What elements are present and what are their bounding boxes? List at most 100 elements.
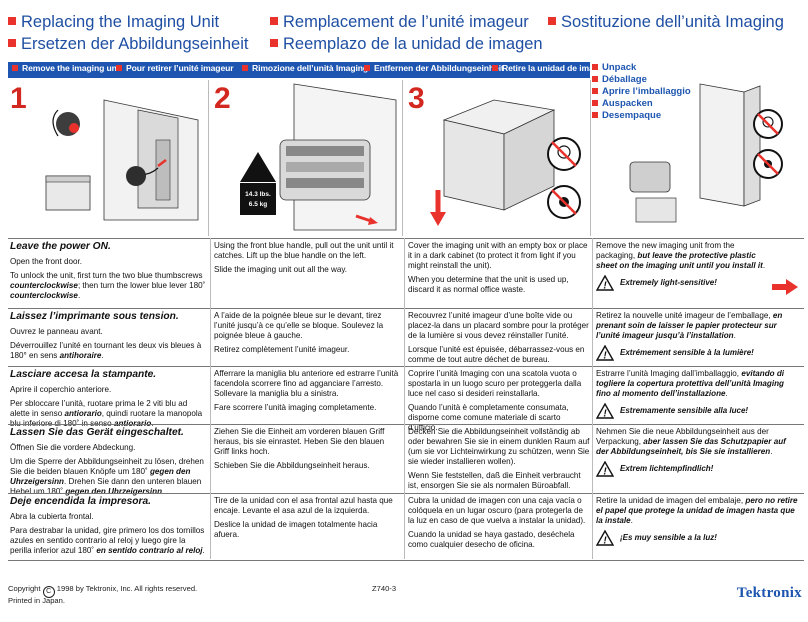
unpack-item: Unpack [592,62,804,74]
cell-text: Open the front door. [10,257,82,266]
bullet-square-icon [592,76,598,82]
warning-triangle-icon: ! [596,345,614,361]
bullet-square-icon [8,39,16,47]
bullet-square-icon [592,100,598,106]
title-fr: Remplacement de l’unité imageur [270,12,529,32]
title-en: Replacing the Imaging Unit [8,12,219,32]
cell-step1: Lassen Sie das Gerät eingeschaltet. Öffn… [10,427,206,501]
unpack-item: Déballage [592,74,804,86]
title-de: Ersetzen der Abbildungseinheit [8,34,249,54]
cover-box-illustration [418,99,581,226]
cell-text: Afferrare la maniglia blu anteriore ed e… [214,369,399,398]
bullet-square-icon [270,17,278,25]
cell-text: Schieben Sie die Abbildungseinheit herau… [214,461,370,470]
cell-unpack: Estrarre l’unità Imaging dall’imballaggi… [596,369,800,419]
cell-text: Nehmen Sie die neue Abbildungseinheit au… [596,427,786,456]
bar-item: Pour retirer l’unité imageur [116,63,234,73]
printer-door-illustration [45,99,199,221]
title-es: Reemplazo de la unidad de imagen [270,34,543,54]
svg-text:!: ! [603,467,607,478]
bullet-square-icon [592,88,598,94]
warning-triangle-icon: ! [596,275,614,291]
cell-text: Fare scorrere l’unità imaging completame… [214,403,377,412]
cell-step2: Ziehen Sie die Einheit am vorderen blaue… [214,427,400,475]
document-code: Z740-3 [372,584,397,593]
table-row: Leave the power ON. Open the front door.… [8,238,804,308]
column-divider [404,238,405,559]
cell-text: Abra la cubierta frontal. [10,512,94,521]
cell-text: Slide the imaging unit out all the way. [214,265,348,274]
unpack-item: Desempaque [592,110,804,122]
cell-text: Decken Sie die Abbildungseinheit vollstä… [408,427,590,466]
column-divider [592,238,593,559]
bullet-square-icon [364,65,370,71]
cell-text: Cover the imaging unit with an empty box… [408,241,588,270]
illustration-panel-3: 3 [404,80,591,236]
cell-text: Per sbloccare l’unità, ruotare prima le … [10,399,203,428]
bar-item: Retire la unidad de imagen [492,63,609,73]
bar-item: Rimozione dell’unità Imaging [242,63,368,73]
cell-text: Déverrouillez l’unité en tournant les de… [10,341,202,360]
row-heading: Leave the power ON. [10,241,111,252]
bullet-square-icon [12,65,18,71]
unpack-illustration [629,83,783,223]
cell-text: Coprire l’unità Imaging con una scatola … [408,369,582,398]
cell-step3: Cubra la unidad de imagen con una caja v… [408,496,590,554]
cell-text: Aprire il coperchio anteriore. [10,385,112,394]
bullet-square-icon [116,65,122,71]
table-row: Lasciare accesa la stampante. Aprire il … [8,366,804,432]
next-arrow-icon [772,279,798,295]
cell-text: Ouvrez le panneau avant. [10,327,103,336]
cell-unpack: Retire la unidad de imagen del embalaje,… [596,496,800,546]
cell-step3: Cover the imaging unit with an empty box… [408,241,590,299]
cell-text: Lorsque l’unité est épuisée, débarrassez… [408,345,585,364]
cell-text: Retirez complètement l’unité imageur. [214,345,350,354]
row-heading: Laissez l’imprimante sous tension. [10,311,179,322]
table-row: Laissez l’imprimante sous tension. Ouvre… [8,308,804,366]
table-row: Lassen Sie das Gerät eingeschaltet. Öffn… [8,424,804,496]
cell-text: Tire de la unidad con el asa frontal azu… [214,496,393,515]
cell-text: Remove the new imaging unit from the pac… [596,241,766,270]
cell-text: Para destrabar la unidad, gire primero l… [10,526,205,555]
cell-text: When you determine that the unit is used… [408,275,569,294]
cell-text: Quando l’unità è completamente consumata… [408,403,569,432]
row-heading: Deje encendida la impresora. [10,496,151,507]
bullet-square-icon [242,65,248,71]
weight-kg: 6.5 kg [249,201,267,208]
cell-step3: Recouvrez l’unité imageur d’une boîte vi… [408,311,590,369]
row-heading: Lassen Sie das Gerät eingeschaltet. [10,427,184,438]
warning-triangle-icon: ! [596,403,614,419]
cell-step2: Tire de la unidad con el asa frontal azu… [214,496,400,544]
warning-note: ! ¡Es muy sensible a la luz! [596,530,800,546]
svg-text:!: ! [603,351,607,362]
svg-text:!: ! [603,281,607,292]
cell-text: Um die Sperre der Abbildungseinheit zu l… [10,457,204,496]
warning-note: ! Extrem lichtempfindlich! [596,461,800,477]
cell-text: To unlock the unit, first turn the two b… [10,271,206,300]
cell-step1: Laissez l’imprimante sous tension. Ouvre… [10,311,206,365]
cell-text: Recouvrez l’unité imageur d’une boîte vi… [408,311,589,340]
warning-note: ! Estremamente sensibile alla luce! [596,403,800,419]
cell-step3: Coprire l’unità Imaging con una scatola … [408,369,590,437]
cell-text: Using the front blue handle, pull out th… [214,241,394,260]
pull-unit-illustration: 14.3 lbs. 6.5 kg [240,83,397,231]
tektronix-logo: Tektronix [736,585,802,601]
column-divider [210,238,211,559]
cell-text: Retirez la nouvelle unité imageur de l’e… [596,311,783,340]
cell-text: Retire la unidad de imagen del embalaje,… [596,496,798,525]
illustration-panel-2: 2 14.3 lbs. 6.5 kg [210,80,403,236]
cell-unpack: Remove the new imaging unit from the pac… [596,241,766,291]
printed-in: Printed in Japan. [8,596,65,605]
row-heading: Lasciare accesa la stampante. [10,369,157,380]
title-block: Replacing the Imaging Unit Ersetzen der … [8,12,804,58]
bullet-square-icon [592,112,598,118]
unpack-item: Auspacken [592,98,804,110]
bullet-square-icon [548,17,556,25]
bullet-square-icon [270,39,278,47]
cell-step1: Lasciare accesa la stampante. Aprire il … [10,369,206,433]
title-it: Sostituzione dell’unità Imaging [548,12,784,32]
step-number: 3 [408,82,425,115]
cell-text: Cubra la unidad de imagen con una caja v… [408,496,586,525]
copyright: Copyright C 1998 by Tektronix, Inc. All … [8,584,197,598]
cell-step2: Afferrare la maniglia blu anteriore ed e… [214,369,400,417]
